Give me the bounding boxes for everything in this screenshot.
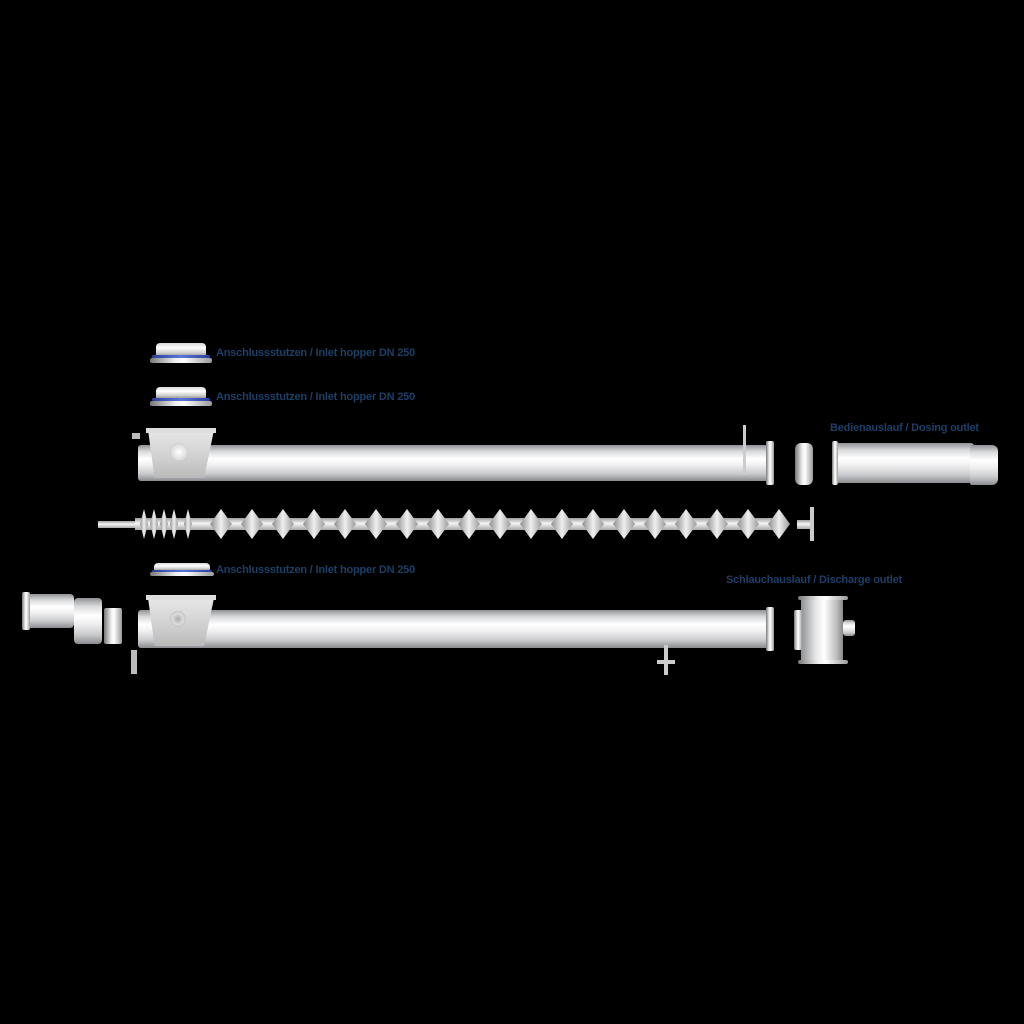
label-inlet-hopper-1: Anschlussstutzen / Inlet hopper DN 250 bbox=[216, 347, 415, 359]
auger-flight bbox=[675, 509, 697, 539]
hopper-ring bbox=[156, 343, 206, 357]
housing-top-flange bbox=[798, 596, 848, 600]
auger-flight bbox=[303, 509, 325, 539]
auger-flight bbox=[551, 509, 573, 539]
foot-crossbar bbox=[657, 660, 675, 664]
auger-flight bbox=[644, 509, 666, 539]
hopper-gasket bbox=[152, 355, 210, 359]
housing-bottom-flange bbox=[798, 660, 848, 664]
hopper-flange bbox=[150, 358, 212, 363]
hopper-gasket bbox=[152, 570, 212, 573]
hopper-flange bbox=[150, 401, 212, 406]
inlet-support-foot bbox=[131, 650, 137, 674]
housing-body bbox=[801, 598, 843, 662]
bearing-port-icon bbox=[170, 611, 186, 627]
tube-end-flange bbox=[766, 607, 774, 651]
auger-flight bbox=[520, 509, 542, 539]
auger-flight bbox=[582, 509, 604, 539]
auger-flight bbox=[210, 509, 232, 539]
auger-flight bbox=[768, 509, 790, 539]
auger-shaft bbox=[135, 518, 775, 530]
auger-flight bbox=[150, 509, 158, 539]
auger-flight bbox=[272, 509, 294, 539]
label-dosing-outlet: Bedienauslauf / Dosing outlet bbox=[830, 422, 979, 434]
bearing-stub bbox=[797, 520, 813, 529]
auger-flight bbox=[458, 509, 480, 539]
drive-shaft bbox=[98, 521, 138, 528]
auger-flight bbox=[365, 509, 387, 539]
housing-side-flange bbox=[794, 610, 802, 650]
auger-flight bbox=[489, 509, 511, 539]
hopper-ring bbox=[154, 563, 210, 571]
auger-flight bbox=[737, 509, 759, 539]
auger-flight bbox=[241, 509, 263, 539]
auger-flight bbox=[334, 509, 356, 539]
tube-body bbox=[834, 443, 974, 483]
inlet-flange bbox=[146, 595, 216, 600]
auger-flight bbox=[396, 509, 418, 539]
tube-pin bbox=[743, 425, 746, 475]
label-inlet-hopper-2: Anschlussstutzen / Inlet hopper DN 250 bbox=[216, 391, 415, 403]
inspection-port-icon bbox=[170, 443, 188, 461]
coupling-body bbox=[795, 443, 813, 485]
bearing-plate bbox=[810, 507, 814, 541]
label-inlet-hopper-3: Anschlussstutzen / Inlet hopper DN 250 bbox=[216, 564, 415, 576]
outlet-nozzle bbox=[970, 445, 998, 485]
drive-flange bbox=[104, 608, 122, 644]
auger-flight bbox=[427, 509, 449, 539]
auger-flight bbox=[184, 509, 192, 539]
auger-flight bbox=[160, 509, 168, 539]
hopper-flange bbox=[150, 572, 214, 576]
motor-endcap bbox=[22, 592, 30, 630]
tube-end-flange bbox=[766, 441, 774, 485]
label-discharge-outlet: Schlauchauslauf / Discharge outlet bbox=[726, 574, 902, 586]
tube-flange bbox=[832, 441, 838, 485]
hopper-gasket bbox=[152, 398, 210, 401]
tube-body bbox=[138, 610, 774, 648]
motor-body bbox=[26, 594, 74, 628]
housing-side-port bbox=[843, 620, 855, 636]
end-tab bbox=[132, 433, 140, 439]
auger-flight bbox=[140, 509, 148, 539]
tube-body bbox=[138, 445, 774, 481]
inlet-flange bbox=[146, 428, 216, 433]
auger-flight bbox=[170, 509, 178, 539]
hopper-ring bbox=[156, 387, 206, 399]
auger-flight bbox=[613, 509, 635, 539]
auger-flight bbox=[706, 509, 728, 539]
gearbox bbox=[74, 598, 102, 644]
